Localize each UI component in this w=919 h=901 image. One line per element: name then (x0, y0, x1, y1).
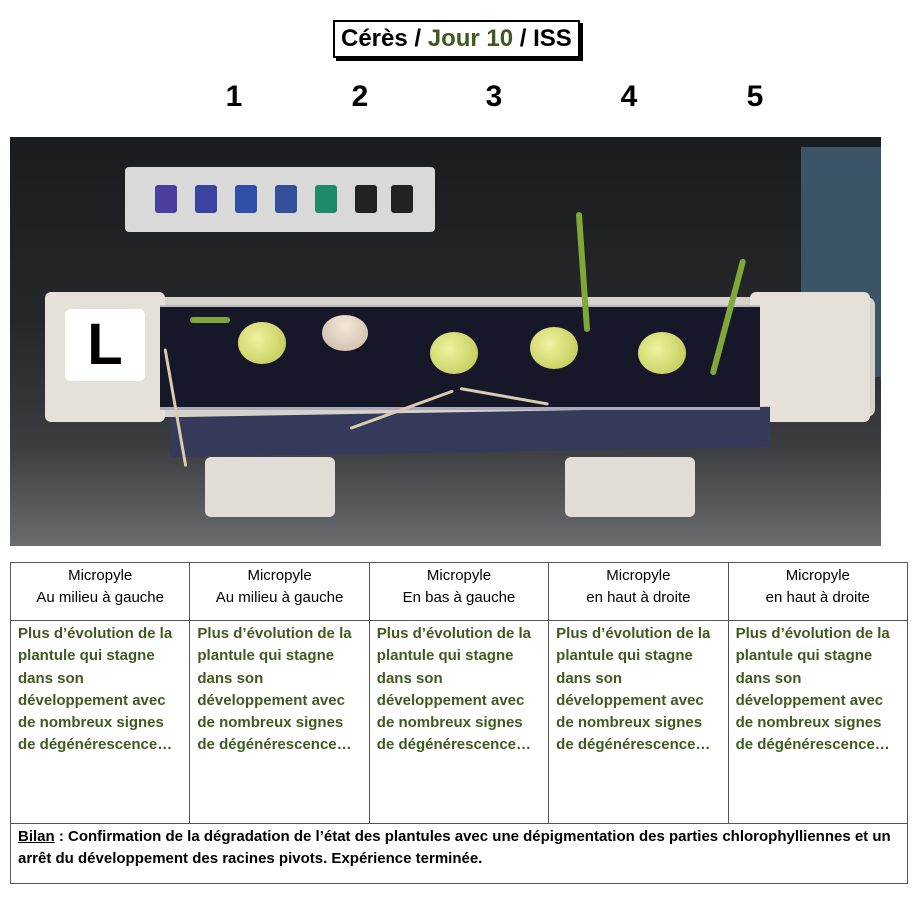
bilan-cell: Bilan : Confirmation de la dégradation d… (10, 823, 908, 884)
observation-cell: Plus d’évolution de la plantule qui stag… (189, 620, 370, 824)
seed-1 (238, 322, 286, 364)
seed-number-1: 1 (225, 80, 243, 113)
seed-number-4: 4 (620, 80, 638, 113)
tray-label: L (65, 309, 145, 381)
seed-number-3: 3 (485, 80, 503, 113)
title-location: / ISS (513, 25, 572, 52)
seed-2-shell (322, 315, 368, 351)
observation-cell: Plus d’évolution de la plantule qui stag… (727, 620, 909, 824)
seed-5 (638, 332, 686, 374)
observation-cell: Plus d’évolution de la plantule qui stag… (548, 620, 729, 824)
bilan-label: Bilan (18, 828, 55, 845)
observation-row: Plus d’évolution de la plantule qui stag… (9, 620, 909, 824)
bilan-text: : Confirmation de la dégradation de l’ét… (18, 828, 891, 867)
seed-4 (530, 327, 578, 369)
indicator-panel (125, 167, 435, 232)
seed-number-5: 5 (746, 80, 764, 113)
title-day: Jour 10 (427, 25, 514, 52)
seed-number-2: 2 (351, 80, 369, 113)
observation-cell: Plus d’évolution de la plantule qui stag… (368, 620, 550, 824)
experiment-photo: L (10, 137, 881, 546)
page-title: Cérès / Jour 10 / ISS (333, 20, 580, 58)
bilan-row: Bilan : Confirmation de la dégradation d… (10, 823, 908, 884)
observation-cell: Plus d’évolution de la plantule qui stag… (9, 620, 191, 824)
seed-3 (430, 332, 478, 374)
title-species: Cérès / (341, 25, 428, 52)
